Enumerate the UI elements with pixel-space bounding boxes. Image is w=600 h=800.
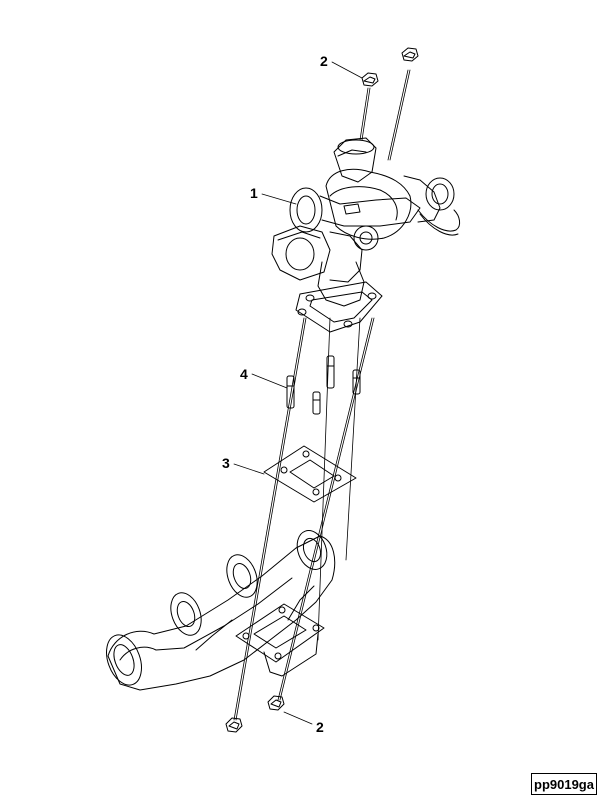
hex-nut-icon — [361, 47, 419, 87]
callout-turbocharger: 1 — [250, 185, 258, 201]
callout-leaders — [233, 61, 363, 725]
turbocharger-drawing — [271, 137, 461, 333]
callout-gasket: 3 — [222, 455, 230, 471]
callout-stud: 4 — [240, 366, 248, 382]
exhaust-manifold-drawing — [106, 530, 336, 691]
callout-nut-top: 2 — [320, 53, 328, 69]
assembly-guide-lines — [233, 69, 411, 721]
hex-nut-icon — [225, 695, 285, 733]
callout-nut-bottom: 2 — [316, 719, 324, 735]
stud-bolt-icon — [286, 355, 361, 415]
reference-code-box: pp9019ga — [531, 773, 597, 795]
reference-code: pp9019ga — [534, 776, 594, 792]
gasket-drawing — [263, 445, 357, 503]
